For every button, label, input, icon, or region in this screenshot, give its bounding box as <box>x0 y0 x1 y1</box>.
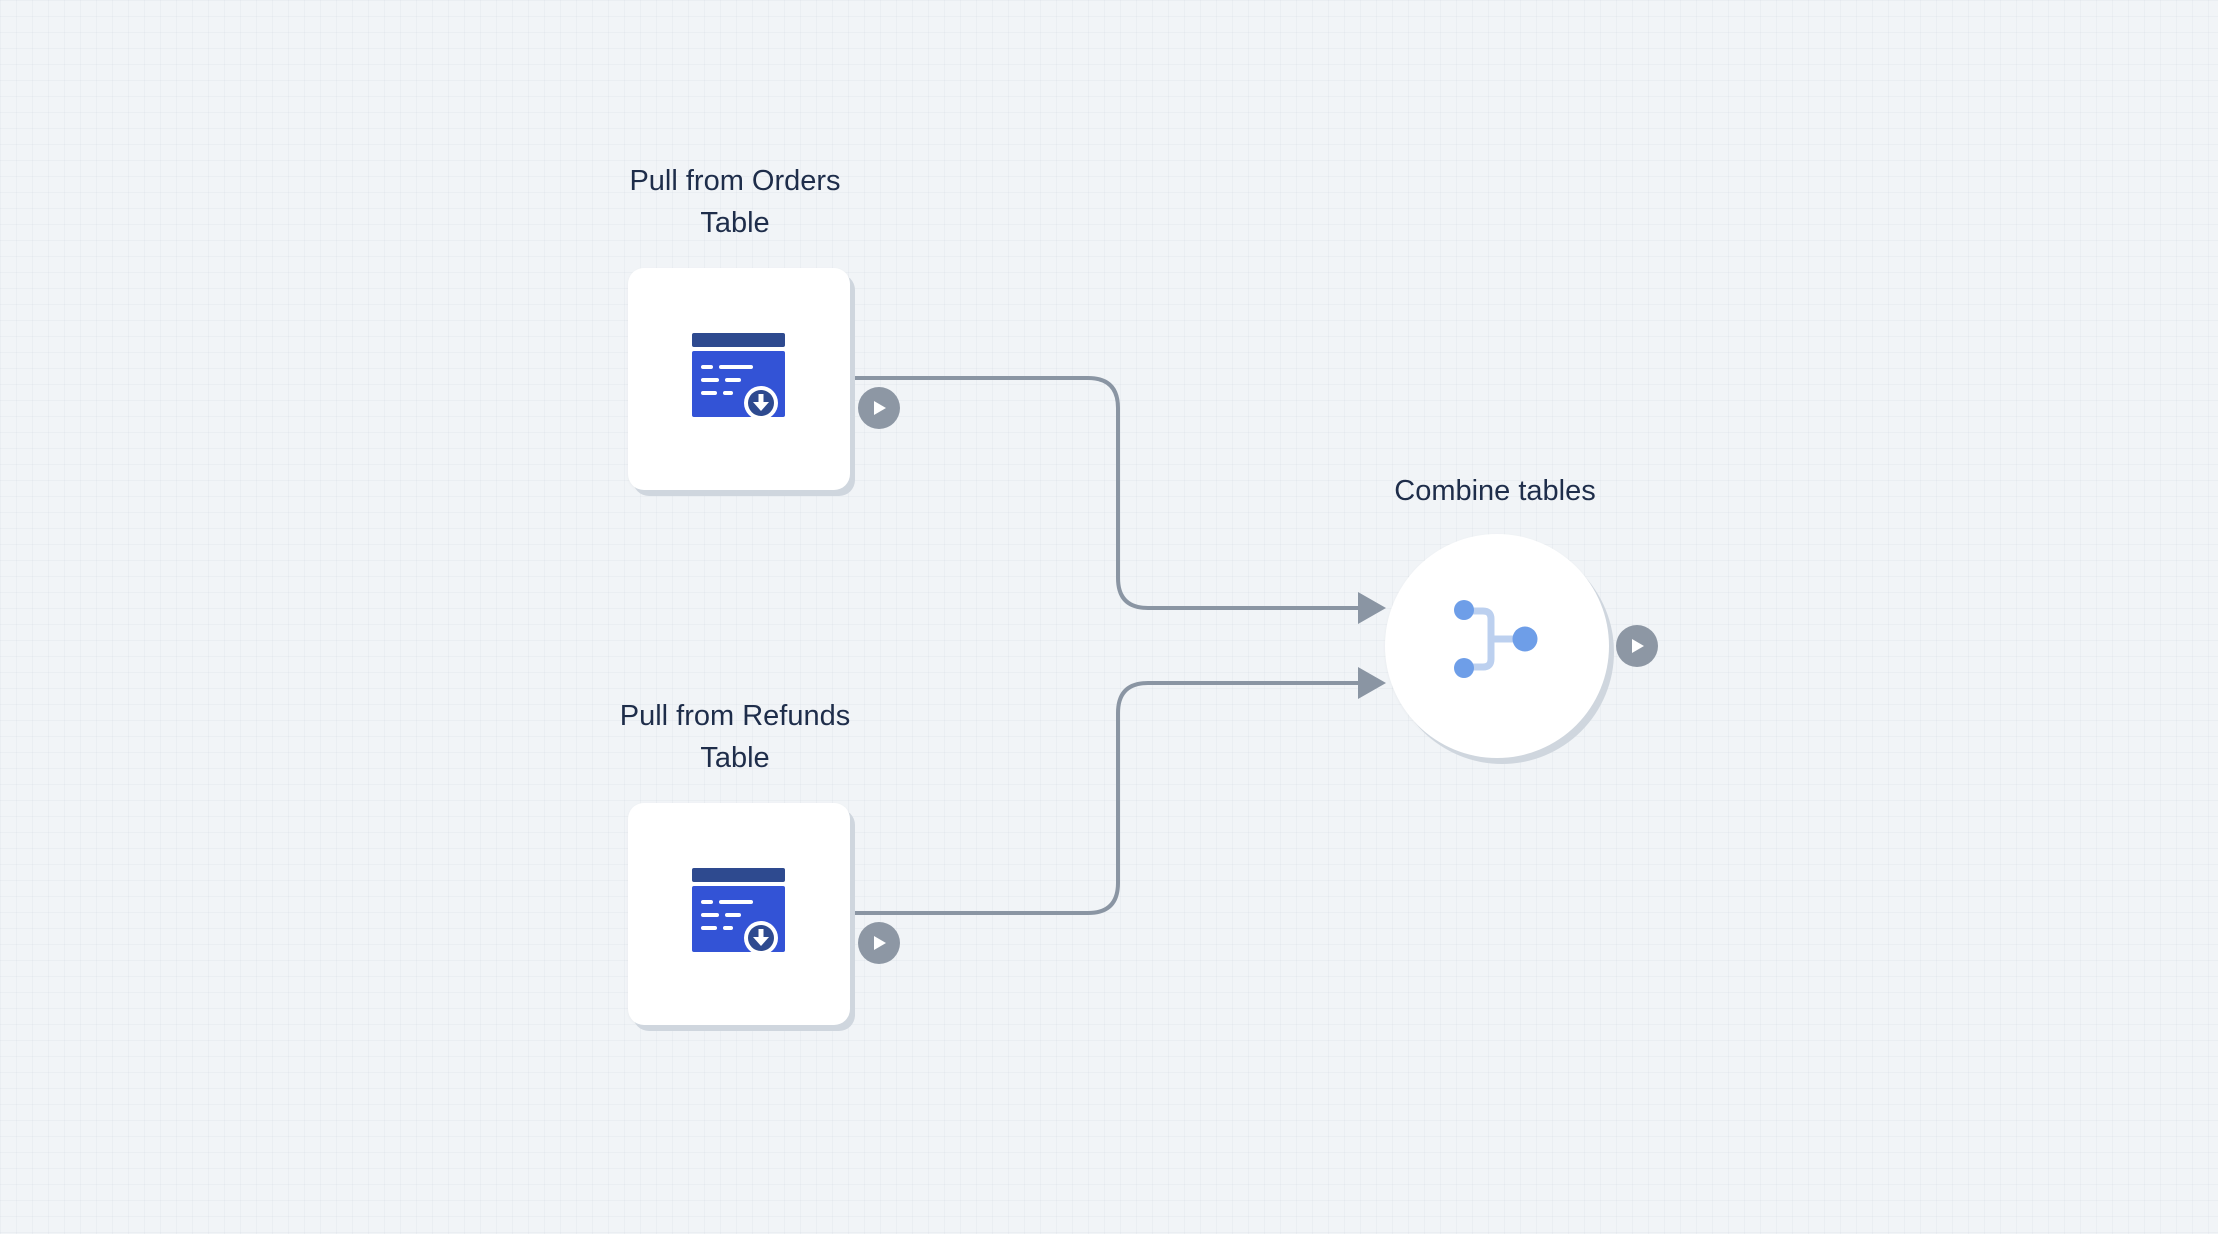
connector-orders-to-combine[interactable] <box>852 376 1360 610</box>
node-label-refunds: Pull from Refunds Table <box>619 700 851 774</box>
connector-refunds-to-combine[interactable] <box>852 681 1360 915</box>
play-icon <box>874 401 886 415</box>
node-label-combine: Combine tables <box>1394 475 1596 507</box>
table-download-icon <box>692 868 785 955</box>
node-combine-tables[interactable] <box>1385 534 1609 758</box>
table-download-icon <box>692 333 785 420</box>
play-icon <box>874 936 886 950</box>
merge-icon <box>1454 600 1538 678</box>
node-label-orders: Pull from Orders Table <box>629 165 841 239</box>
run-button-combine[interactable] <box>1616 625 1658 667</box>
arrowhead-icon <box>1358 592 1386 624</box>
node-pull-refunds[interactable] <box>628 803 850 1025</box>
node-pull-orders[interactable] <box>628 268 850 490</box>
arrowhead-icon <box>1358 667 1386 699</box>
play-icon <box>1632 639 1644 653</box>
run-button-refunds[interactable] <box>858 922 900 964</box>
run-button-orders[interactable] <box>858 387 900 429</box>
